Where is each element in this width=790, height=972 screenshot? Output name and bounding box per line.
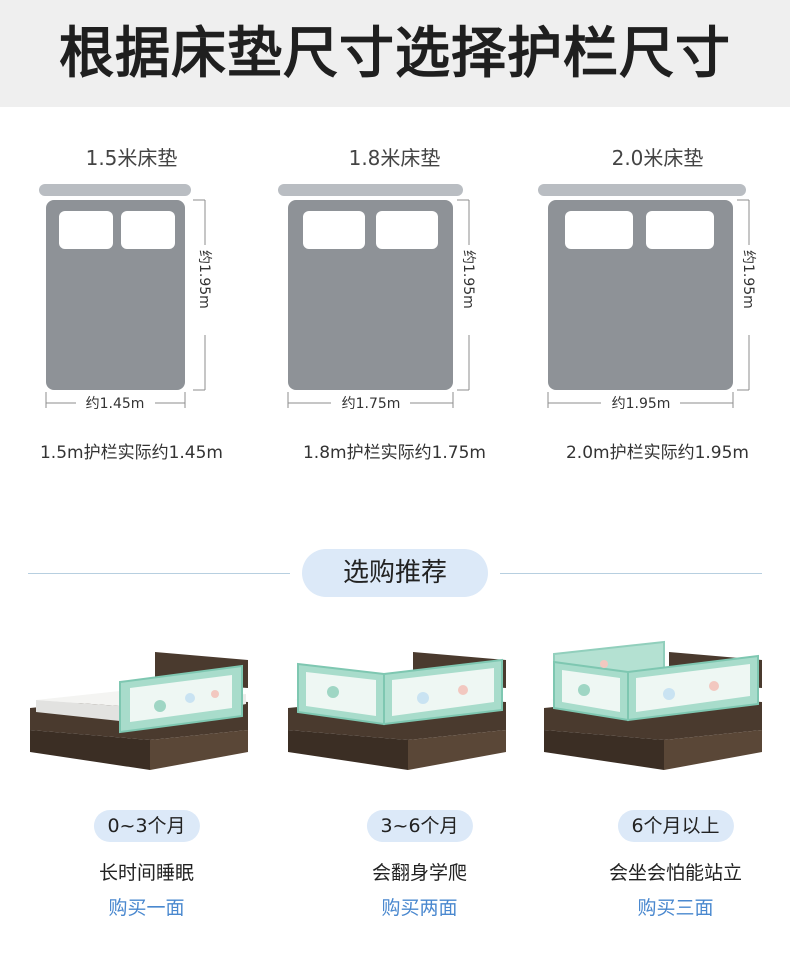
pillow-left	[303, 211, 365, 249]
development-stage: 长时间睡眠	[98, 862, 194, 884]
headboard	[538, 184, 746, 196]
length-dimension: 约1.95m	[740, 250, 756, 309]
width-dimension: 约1.95m	[612, 396, 671, 412]
age-badge: 3~6个月	[366, 810, 473, 842]
mattress-column-3: 2.0米床垫 约1.95m 约1.95m 2.0m护栏实际约1.95m	[526, 120, 789, 480]
buy-suggestion: 购买三面	[637, 897, 714, 919]
rail-actual-size: 1.5m护栏实际约1.45m	[39, 443, 223, 463]
length-dimension: 约1.95m	[196, 250, 212, 309]
length-dimension: 约1.95m	[460, 250, 476, 309]
recommendation-1: 0~3个月 长时间睡眠 购买一面	[15, 810, 278, 930]
buy-suggestion: 购买一面	[108, 897, 185, 919]
development-stage: 会坐会怕能站立	[608, 862, 742, 884]
width-dimension: 约1.75m	[342, 396, 401, 412]
mattress-column-2: 1.8米床垫 约1.95m 约1.75m 1.8m护栏实际约1.75m	[263, 120, 526, 480]
age-badge: 6个月以上	[617, 810, 734, 842]
bed-diagram: 约1.95m 约1.95m	[538, 184, 756, 412]
mattress-label: 1.5米床垫	[85, 146, 178, 170]
pillow-right	[121, 211, 175, 249]
mattress-label: 2.0米床垫	[611, 146, 704, 170]
bed-three-rails-illustration	[544, 640, 762, 770]
mattress-column-1: 1.5米床垫 约1.95m 约1.45m 1.5m护栏实际约1.45m	[0, 120, 263, 480]
page-title: 根据床垫尺寸选择护栏尺寸	[58, 21, 731, 85]
recommendation-3: 6个月以上 会坐会怕能站立 购买三面	[544, 810, 790, 930]
development-stage: 会翻身学爬	[371, 862, 467, 884]
pillow-left	[565, 211, 633, 249]
buy-suggestion: 购买两面	[381, 897, 458, 919]
section-title: 选购推荐	[302, 549, 488, 597]
headboard	[39, 184, 191, 196]
bed-diagram: 约1.95m 约1.45m	[39, 184, 212, 412]
bed-one-rail-illustration	[30, 652, 248, 770]
rail-actual-size: 2.0m护栏实际约1.95m	[565, 443, 749, 463]
recommendation-2: 3~6个月 会翻身学爬 购买两面	[288, 810, 551, 930]
headboard	[278, 184, 463, 196]
bed-two-rails-illustration	[288, 652, 506, 770]
rail-actual-size: 1.8m护栏实际约1.75m	[302, 443, 486, 463]
pillow-right	[376, 211, 438, 249]
pillow-right	[646, 211, 714, 249]
age-badge: 0~3个月	[93, 810, 200, 842]
pillow-left	[59, 211, 113, 249]
divider-line-left	[28, 573, 290, 574]
mattress-label: 1.8米床垫	[348, 146, 441, 170]
header-banner: 根据床垫尺寸选择护栏尺寸	[0, 0, 790, 107]
width-dimension: 约1.45m	[86, 396, 145, 412]
bed-diagram: 约1.95m 约1.75m	[278, 184, 476, 412]
divider-line-right	[500, 573, 762, 574]
